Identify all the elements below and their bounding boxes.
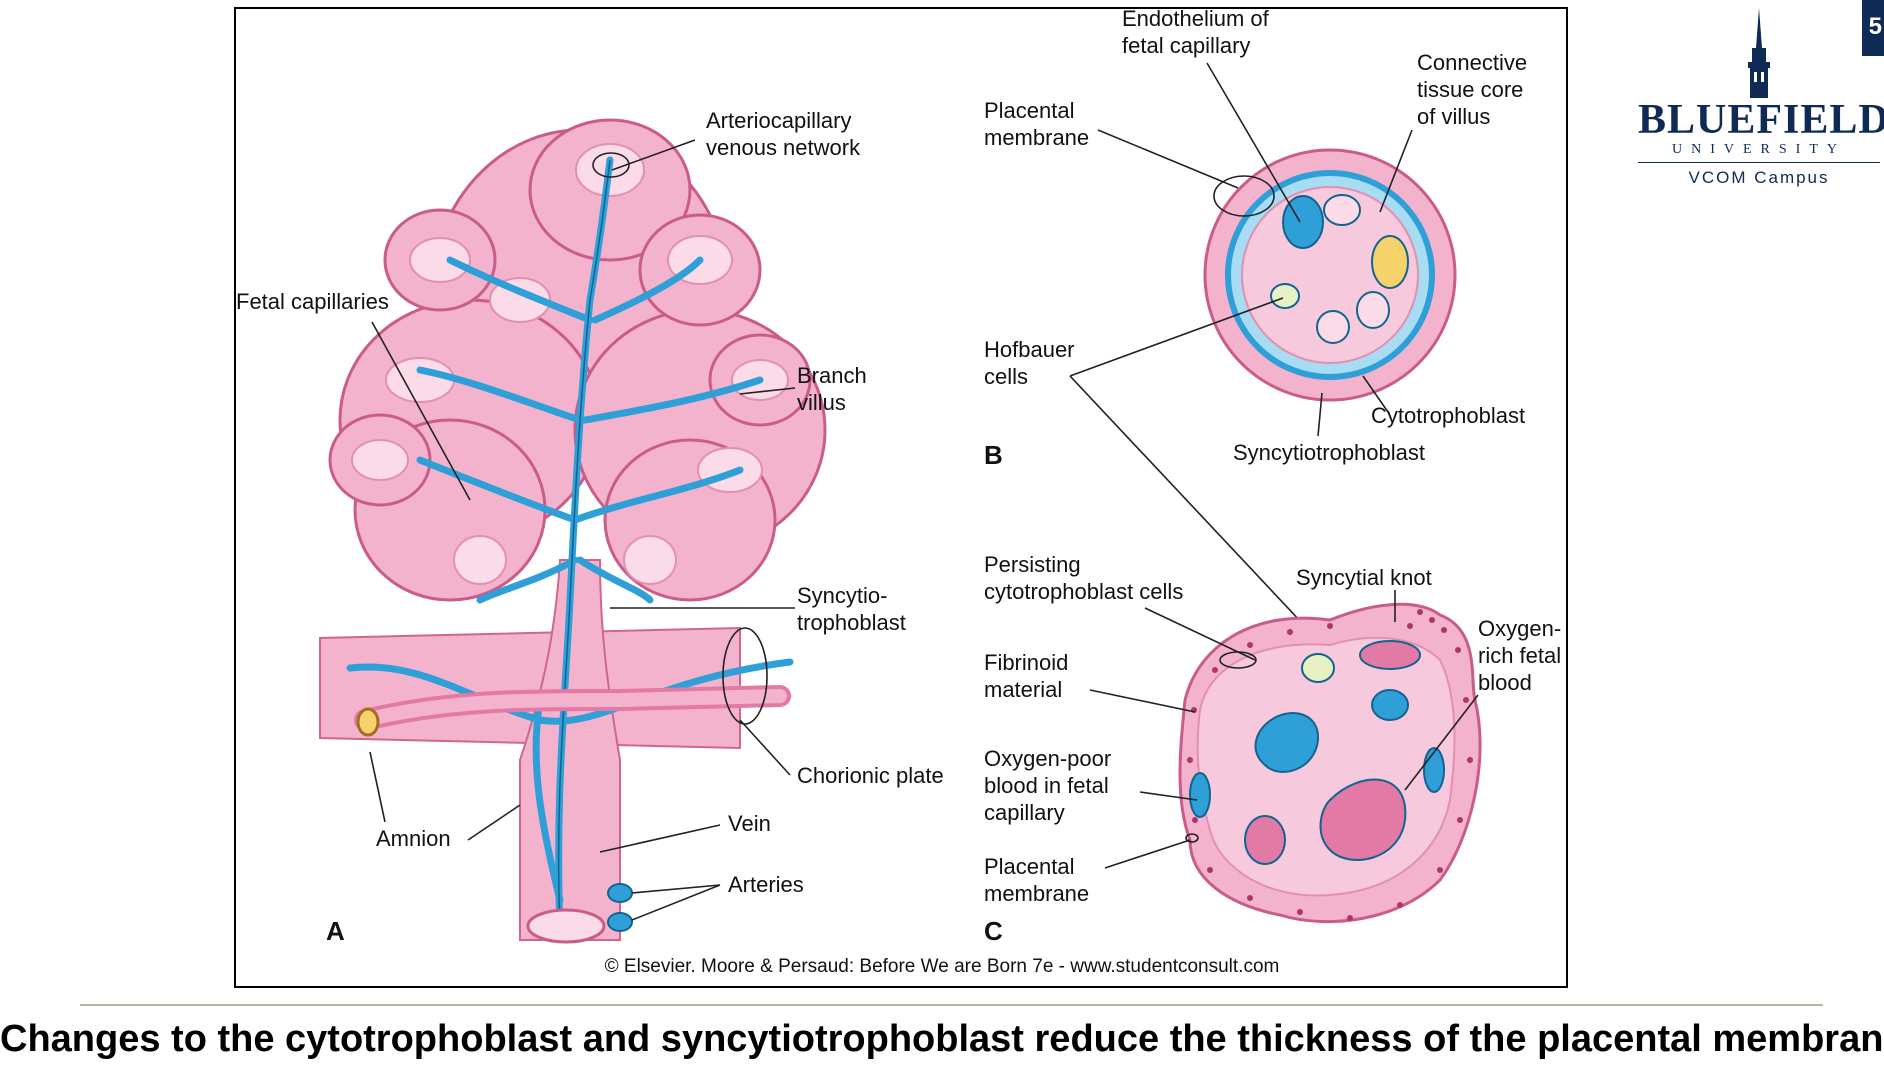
- figure-copyright: © Elsevier. Moore & Persaud: Before We a…: [604, 956, 1280, 977]
- panel-b-illustration: [1069, 62, 1457, 641]
- caption-divider: [80, 1004, 1823, 1006]
- villus-c-dots: [1187, 609, 1473, 921]
- artery-end-1: [607, 883, 633, 903]
- steeple-icon: [1748, 8, 1770, 98]
- villus-cores: [351, 143, 789, 585]
- panel-label-c: C: [984, 916, 1003, 946]
- label-oxygen-poor-blood: Oxygen-poor blood in fetal capillary: [984, 746, 1112, 825]
- panel-label-a: A: [326, 916, 345, 946]
- label-arteriocapillary: Arteriocapillary venous network: [706, 108, 861, 160]
- label-connective-tissue: Connective tissue core of villus: [1417, 50, 1528, 129]
- label-placental-membrane-b: Placental membrane: [984, 98, 1090, 150]
- label-vein: Vein: [728, 811, 771, 836]
- label-syncytial-knot: Syncytial knot: [1296, 565, 1432, 590]
- label-placental-membrane-c: Placental membrane: [984, 854, 1090, 906]
- label-cytotrophoblast: Cytotrophoblast: [1371, 403, 1526, 428]
- label-persisting-cytotrophoblast: Persisting cytotrophoblast cells: [984, 552, 1184, 604]
- university-logo: BLUEFIELD UNIVERSITY VCOM Campus: [1638, 8, 1884, 187]
- villus-c-capillaries: [1189, 640, 1445, 865]
- placenta-villus-diagram: [319, 62, 1482, 944]
- label-syncytiotrophoblast-b: Syncytiotrophoblast: [1233, 440, 1425, 465]
- slide-number-badge: 5: [1862, 0, 1884, 56]
- label-chorionic-plate: Chorionic plate: [797, 763, 944, 788]
- slide-caption: Changes to the cytotrophoblast and syncy…: [0, 1018, 1884, 1060]
- logo-campus: VCOM Campus: [1688, 168, 1830, 187]
- label-oxygen-rich-blood: Oxygen- rich fetal blood: [1478, 616, 1562, 695]
- leader-lines-c: [1089, 590, 1479, 869]
- artery-end-2: [607, 912, 633, 932]
- label-endothelium: Endothelium of fetal capillary: [1122, 6, 1269, 58]
- leader-lines-b: [1069, 62, 1413, 641]
- leader-lines-a: [369, 139, 796, 921]
- amnion-vessel-end: [356, 707, 380, 737]
- label-branch-villus: Branch villus: [797, 363, 867, 415]
- label-syncytiotrophoblast-a: Syncytio- trophoblast: [797, 583, 906, 635]
- panel-a-illustration: [319, 118, 827, 944]
- logo-rule: [1638, 162, 1880, 163]
- logo-subtitle: UNIVERSITY: [1672, 142, 1846, 157]
- label-amnion: Amnion: [376, 826, 451, 851]
- label-fibrinoid-material: Fibrinoid material: [984, 650, 1069, 702]
- panel-c-illustration: [1089, 590, 1482, 924]
- panel-label-b: B: [984, 440, 1003, 470]
- villus-b-capillaries: [1270, 194, 1409, 344]
- logo-name: BLUEFIELD: [1638, 97, 1884, 143]
- label-fetal-capillaries: Fetal capillaries: [236, 289, 389, 314]
- label-arteries: Arteries: [728, 872, 804, 897]
- label-hofbauer-cells: Hofbauer cells: [984, 337, 1075, 389]
- vessel-outline: [557, 159, 611, 931]
- vein-lumen: [526, 908, 606, 944]
